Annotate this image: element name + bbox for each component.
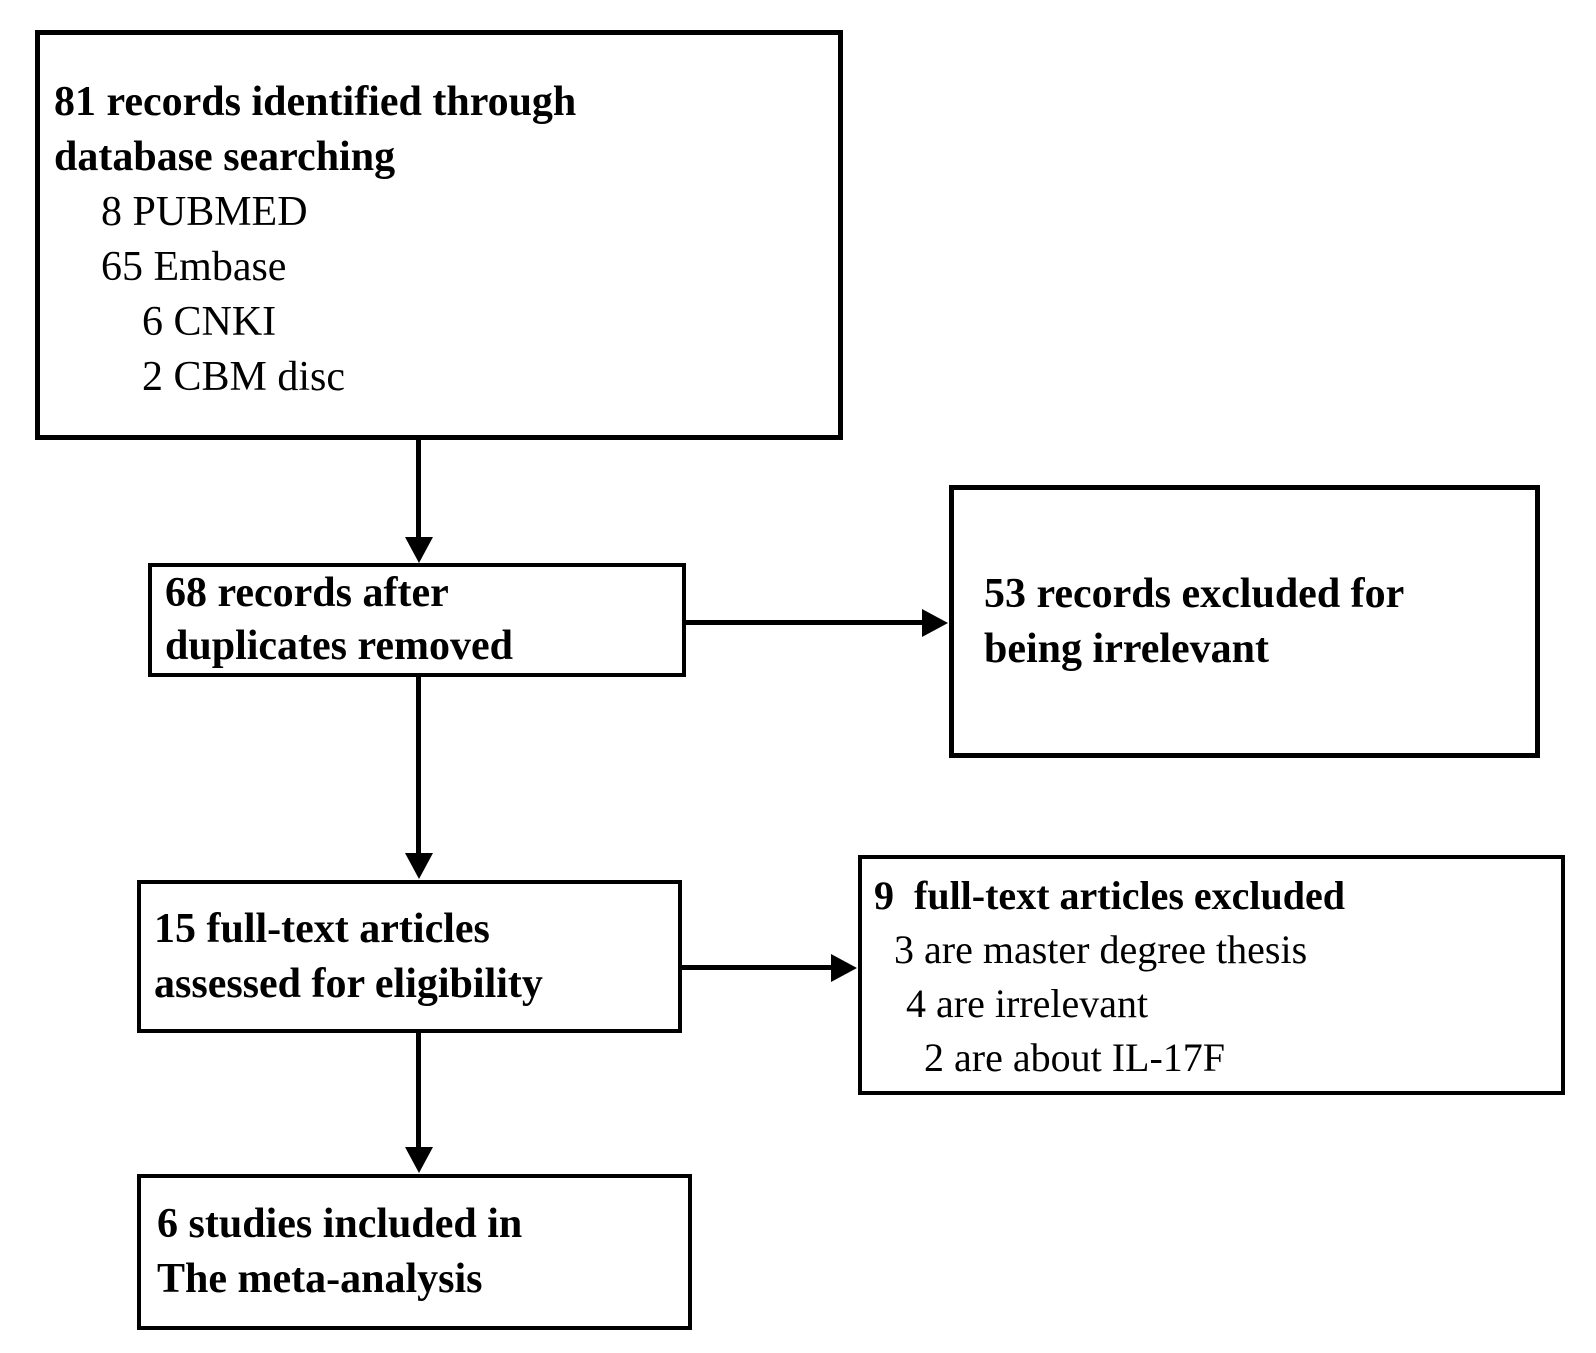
box-records-excluded: 53 records excluded for being irrelevant [949, 485, 1540, 758]
source-count-cbm: 2 CBM disc [142, 354, 346, 400]
fulltext-assessed-title: 15 full-text articles assessed for eligi… [154, 905, 543, 1007]
excluded-reason-thesis: 3 are master degree thesis [894, 927, 1308, 972]
box-records-identified: 81 records identified through database s… [35, 30, 843, 440]
arrow-deduplicated-to-fulltext-assessed [416, 677, 421, 854]
fulltext-excluded-title: 9 full-text articles excluded [874, 873, 1345, 918]
arrow-fulltext-assessed-to-included [416, 1033, 421, 1148]
source-count-embase: 65 Embase [101, 244, 287, 290]
arrow-deduplicated-to-records-excluded [686, 620, 923, 625]
included-title: 6 studies included in The meta-analysis [157, 1201, 523, 1302]
arrow-identified-to-deduplicated [416, 440, 421, 538]
records-identified-title: 81 records identified through database s… [54, 79, 577, 180]
source-count-cnki: 6 CNKI [142, 299, 277, 345]
excluded-reason-il17f: 2 are about IL-17F [924, 1035, 1226, 1080]
box-records-after-duplicates-removed: 68 records after duplicates removed [148, 563, 686, 677]
arrow-fulltext-assessed-to-fulltext-excluded [682, 965, 832, 970]
records-excluded-title: 53 records excluded for being irrelevant [984, 570, 1405, 672]
box-studies-included: 6 studies included in The meta-analysis [137, 1174, 692, 1330]
box-fulltext-assessed: 15 full-text articles assessed for eligi… [137, 880, 682, 1033]
deduplicated-title: 68 records after duplicates removed [165, 570, 514, 669]
source-count-pubmed: 8 PUBMED [101, 189, 308, 235]
box-fulltext-excluded: 9 full-text articles excluded 3 are mast… [858, 855, 1565, 1095]
excluded-reason-irrelevant: 4 are irrelevant [906, 981, 1149, 1026]
